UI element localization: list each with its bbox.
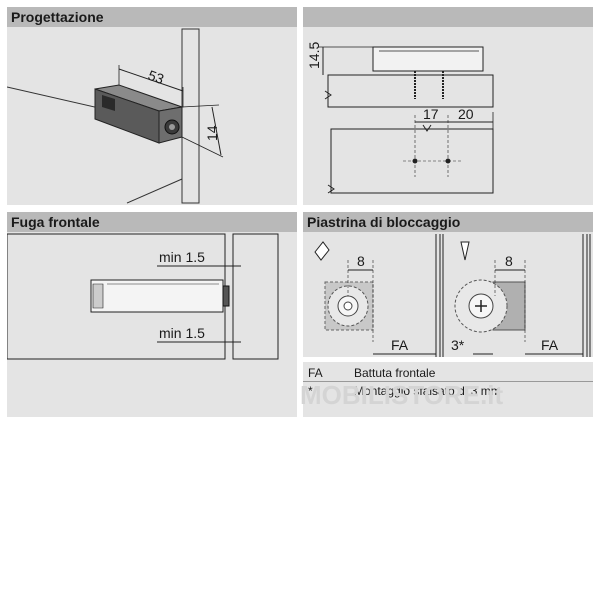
offset-dimension-right: 3* <box>451 337 493 355</box>
width-right-label: 8 <box>505 253 513 269</box>
width-dimension-left: 8 <box>347 253 374 342</box>
shelf-plan-view <box>330 128 494 194</box>
legend-key: * <box>308 384 313 398</box>
cabinet-side <box>181 28 200 204</box>
offset-mark-label: 3* <box>451 337 465 353</box>
lock-plate-left <box>324 281 374 331</box>
screw-icon-right <box>460 241 470 261</box>
dimension-20-label: 20 <box>458 106 474 122</box>
width-left-label: 8 <box>357 253 365 269</box>
fa-dimension-right: FA <box>525 337 583 355</box>
fuga-drawing: min 1.5 min 1.5 <box>7 233 279 360</box>
panel-fuga-frontale: Fuga frontale min 1.5 min 1.5 <box>7 212 297 417</box>
dimension-53-label: 53 <box>146 67 166 87</box>
dimension-14-5: 14.5 <box>306 42 373 75</box>
cabinet-line-bottom <box>126 178 183 204</box>
dimension-14-5-label: 14.5 <box>306 42 322 69</box>
legend-key: FA <box>308 366 323 380</box>
panel-progettazione-views: 14.5 17 20 <box>303 7 593 205</box>
panel-piastrina: Piastrina di bloccaggio 8 FA <box>303 212 593 357</box>
cabinet-door <box>232 233 279 360</box>
screw-icon-left <box>314 241 330 261</box>
piastrina-drawing: 8 FA 8 3* FA <box>314 234 591 357</box>
gap-dimension-top: min 1.5 <box>157 249 241 267</box>
panel-title-piastrina: Piastrina di bloccaggio <box>303 212 593 232</box>
dimension-14-label: 14 <box>204 125 220 141</box>
width-dimension-right: 8 <box>494 253 526 342</box>
dimension-53: 53 <box>118 65 184 107</box>
watermark: MOBILISTORE.it <box>300 380 504 410</box>
fa-right-label: FA <box>541 337 559 353</box>
progettazione-drawing: 53 14 <box>7 28 224 204</box>
legend-row-1: * Montaggio sfalsato di 3 mm <box>308 384 588 400</box>
progettazione-views-drawing: 14.5 17 20 <box>306 42 494 194</box>
panel-title-fuga-frontale: Fuga frontale <box>7 212 297 232</box>
push-latch-profile <box>90 279 230 313</box>
legend-panel: FA Battuta frontale * Montaggio sfalsato… <box>303 362 593 417</box>
dimension-17-label: 17 <box>423 106 439 122</box>
dimension-17-20: 17 20 <box>415 106 494 129</box>
panel-title-progettazione: Progettazione <box>7 7 297 27</box>
panel-progettazione: Progettazione 53 14 <box>7 7 297 205</box>
shelf-side-view <box>327 74 494 108</box>
dimension-14: 14 <box>181 104 224 158</box>
latch-side-view <box>372 46 484 99</box>
push-latch-iso <box>94 84 184 144</box>
legend-text: Montaggio sfalsato di 3 mm <box>354 384 501 398</box>
gap-top-label: min 1.5 <box>159 249 205 265</box>
fa-left-label: FA <box>391 337 409 353</box>
fa-dimension-left: FA <box>373 337 436 355</box>
gap-bottom-label: min 1.5 <box>159 325 205 341</box>
legend-row-0: FA Battuta frontale <box>308 366 588 382</box>
legend-text: Battuta frontale <box>354 366 436 380</box>
gap-dimension-bottom: min 1.5 <box>157 325 241 343</box>
lock-plate-right <box>454 279 526 333</box>
